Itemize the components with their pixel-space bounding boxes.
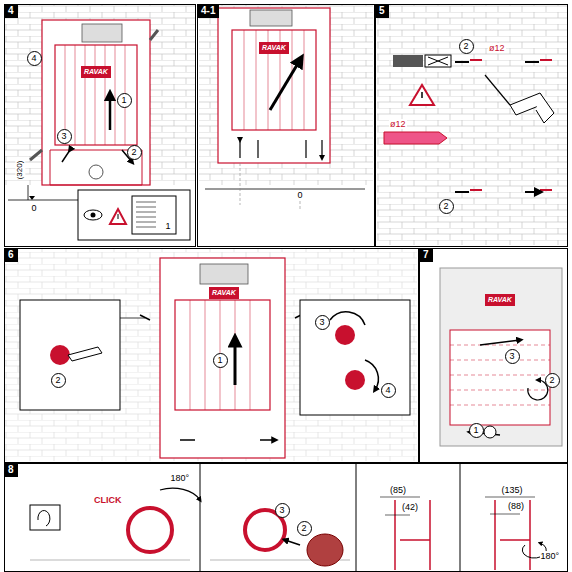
text-label: (42) [401,502,419,512]
callout-number: 1 [213,353,228,368]
step-number: 8 [4,463,18,477]
callout-number: 1 [469,423,484,438]
callout-number: 2 [297,521,312,536]
callout-number: 2 [545,373,560,388]
text-label: (135) [501,485,524,495]
brand-plate: RAVAK [485,294,515,306]
callout-number: 2 [439,199,454,214]
callout-number: 2 [459,39,474,54]
text-label: 1 [165,221,172,231]
step-number: 7 [419,248,433,262]
step-panel: 6 [4,248,419,463]
step-number: 4 [4,4,18,18]
callout-number: 4 [381,383,396,398]
dimension: (320) [15,161,25,180]
text-label: 0 [297,190,304,200]
step-panel: 7 [419,248,568,463]
callout-number: 3 [275,503,290,518]
text-label: 180° [170,473,191,483]
text-label: (85) [389,485,407,495]
step-number: 4-1 [197,4,219,18]
callout-number: 4 [27,51,42,66]
step-panel: 4-1 [197,4,375,247]
dimension: ø12 [488,43,506,53]
step-number: 5 [375,4,389,18]
brand-plate: RAVAK [259,42,289,54]
callout-number: 3 [315,315,330,330]
text-label: 0 [31,203,38,213]
text-label: (88) [507,501,525,511]
brand-plate: RAVAK [81,66,111,78]
callout-number: 2 [127,145,142,160]
step-number: 6 [4,248,18,262]
callout-number: 1 [117,93,132,108]
text-label: 180° [540,551,561,561]
brand-plate: RAVAK [209,287,239,299]
callout-number: 3 [505,349,520,364]
callout-number: 2 [51,373,66,388]
dimension: ø12 [389,119,407,129]
step-panel: 8 [4,463,568,572]
callout-number: 3 [57,129,72,144]
sound-label: CLICK [93,495,123,505]
